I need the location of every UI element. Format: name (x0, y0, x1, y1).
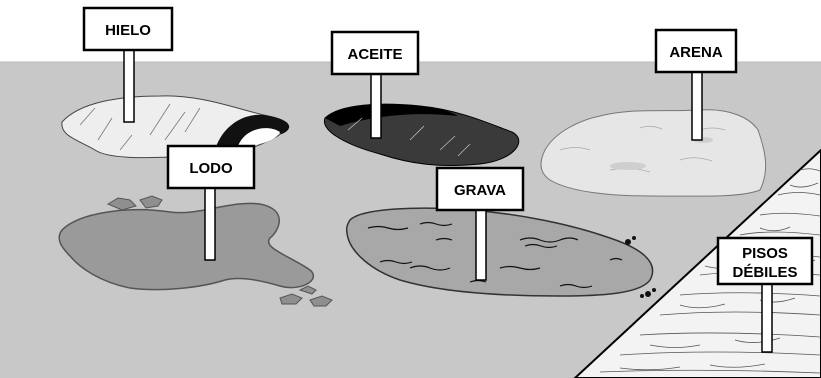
sign-arena: ARENA (654, 28, 738, 141)
sign-aceite: ACEITE (330, 30, 420, 139)
sign-lodo: LODO (166, 144, 256, 261)
sign-pisos-debiles: PISOS DÉBILES (716, 236, 814, 353)
sign-label-grava: GRAVA (454, 182, 506, 199)
ice-puddle (61, 95, 290, 159)
sign-label-aceite: ACEITE (347, 46, 402, 63)
sand-pile (540, 109, 767, 197)
sign-label-lodo: LODO (189, 160, 233, 177)
sign-label-arena: ARENA (669, 44, 723, 61)
sign-label-debiles: DÉBILES (732, 264, 797, 281)
sign-label-hielo: HIELO (105, 22, 151, 39)
weak-floor-area (573, 148, 821, 378)
sign-label-pisos: PISOS (742, 245, 788, 262)
sign-grava: GRAVA (435, 166, 525, 281)
sign-hielo: HIELO (82, 6, 174, 123)
mud-puddle (58, 195, 333, 307)
